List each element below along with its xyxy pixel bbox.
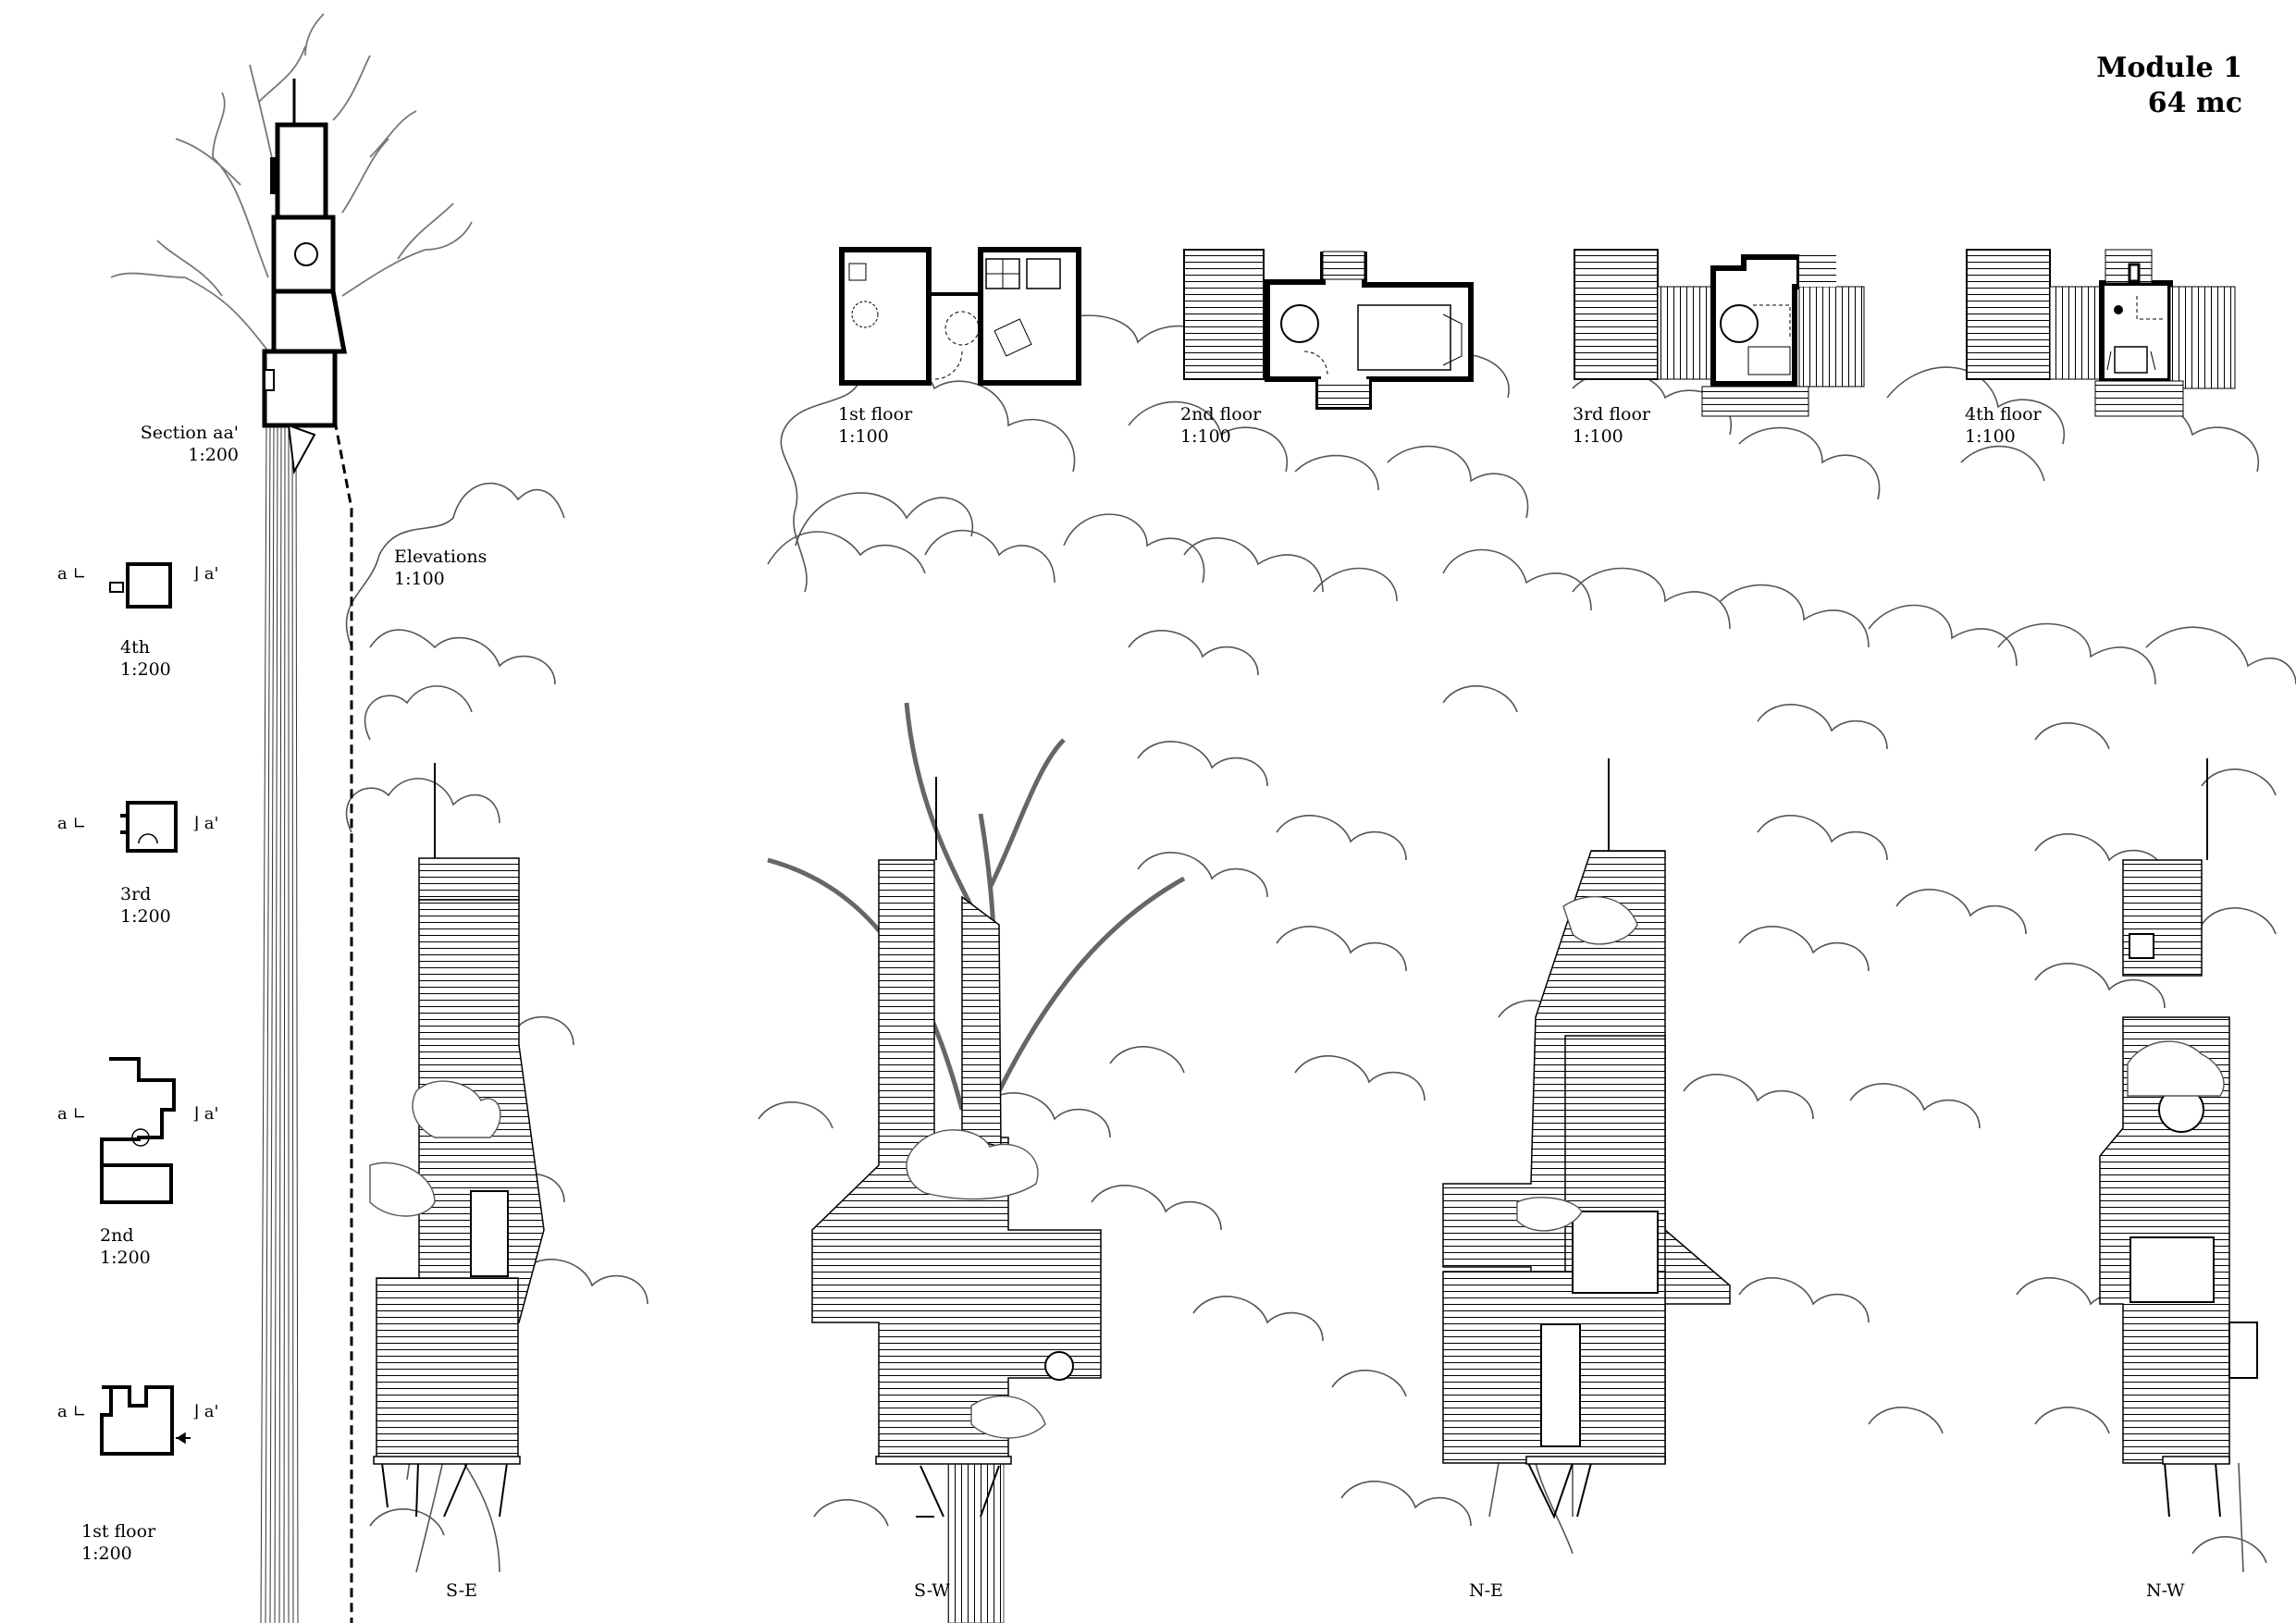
key-plan-3rd-label: 3rd 1:200 <box>120 883 171 928</box>
key-plan-scale: 1:200 <box>120 659 171 680</box>
elevation-sw <box>767 702 1186 1623</box>
floor-plan-name: 3rd floor <box>1573 404 1651 424</box>
elevation-ne <box>1442 758 1731 1555</box>
elevations-scale: 1:100 <box>394 569 445 589</box>
key-plan-4th-label: 4th 1:200 <box>120 636 171 681</box>
elevation-label-sw: S-W <box>914 1580 950 1601</box>
floor-plan-3rd <box>1574 249 1865 417</box>
elevation-label-nw: N-W <box>2146 1580 2185 1601</box>
cut-mark-2nd-left: a ∟ <box>57 1104 87 1124</box>
cut-mark-1st-right: ⌋ a' <box>192 1402 219 1421</box>
floor-plan-name: 1st floor <box>838 404 913 424</box>
section-aa-drawing <box>110 13 473 1623</box>
floor-plan-1st-label: 1st floor 1:100 <box>838 403 912 448</box>
key-plan-name: 4th <box>120 637 150 658</box>
floor-plan-name: 2nd floor <box>1180 404 1262 424</box>
key-plan-name: 3rd <box>120 884 152 904</box>
key-plan-1st-label: 1st floor 1:200 <box>81 1520 155 1565</box>
elevations-name: Elevations <box>394 547 488 567</box>
module-title: Module 1 64 mc <box>2096 51 2242 121</box>
elevation-nw <box>2099 758 2258 1573</box>
cut-mark-3rd-right: ⌋ a' <box>192 814 219 833</box>
cut-mark-3rd-left: a ∟ <box>57 814 87 833</box>
floor-plan-4th-label: 4th floor 1:100 <box>1965 403 2042 448</box>
key-plan-scale: 1:200 <box>120 906 171 927</box>
key-plan-2nd-label: 2nd 1:200 <box>100 1224 151 1269</box>
key-plan-scale: 1:200 <box>81 1543 132 1564</box>
floor-plan-name: 4th floor <box>1965 404 2042 424</box>
key-plan-name: 1st floor <box>81 1521 156 1542</box>
module-name: Module 1 <box>2096 52 2242 84</box>
elevation-label-se: S-E <box>446 1580 478 1601</box>
elevations-label: Elevations 1:100 <box>394 546 487 590</box>
key-plan-scale: 1:200 <box>100 1248 151 1268</box>
section-label: Section aa' 1:200 <box>141 422 239 466</box>
tree-canopy <box>345 314 2296 1564</box>
floor-plan-4th <box>1966 249 2236 417</box>
floor-plan-scale: 1:100 <box>1180 426 1231 447</box>
elevation-label-ne: N-E <box>1469 1580 1503 1601</box>
floor-plan-scale: 1:100 <box>1965 426 2016 447</box>
key-plans <box>100 562 178 1456</box>
module-volume: 64 mc <box>2147 87 2242 119</box>
elevation-se <box>369 763 545 1573</box>
floor-plan-scale: 1:100 <box>1573 426 1623 447</box>
floor-plan-2nd-label: 2nd floor 1:100 <box>1180 403 1261 448</box>
key-plan-details <box>131 833 191 1445</box>
floor-plan-3rd-label: 3rd floor 1:100 <box>1573 403 1650 448</box>
cut-mark-4th-left: a ∟ <box>57 564 87 584</box>
cut-mark-1st-left: a ∟ <box>57 1402 87 1421</box>
cut-mark-4th-right: ⌋ a' <box>192 564 219 584</box>
floor-plan-1st <box>839 247 1081 386</box>
floor-plan-scale: 1:100 <box>838 426 889 447</box>
key-plan-name: 2nd <box>100 1225 134 1246</box>
cut-mark-2nd-right: ⌋ a' <box>192 1104 219 1124</box>
section-name: Section aa' <box>140 423 239 443</box>
floor-plan-2nd <box>1183 249 1474 410</box>
section-scale: 1:200 <box>188 445 239 465</box>
